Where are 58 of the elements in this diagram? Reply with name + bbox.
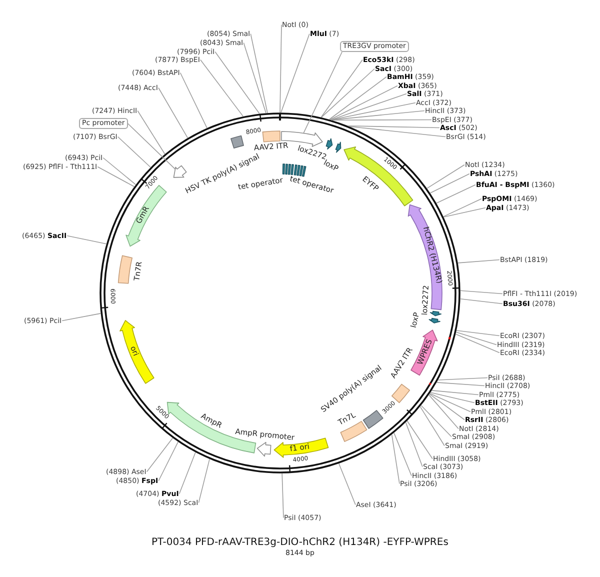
- leader-line: [455, 334, 500, 354]
- leader-line: [321, 68, 375, 118]
- leader-line: [436, 184, 476, 204]
- leader-line: [420, 405, 452, 438]
- leader-line: [349, 126, 446, 138]
- leader-line: [458, 259, 500, 264]
- leader-line: [426, 164, 465, 189]
- leader-line: [394, 432, 412, 476]
- leader-line: [456, 330, 500, 336]
- leader-line: [97, 166, 135, 188]
- leader-line: [178, 452, 196, 494]
- leader-line: [330, 102, 416, 120]
- leader-line: [331, 119, 432, 120]
- leader-line: [443, 198, 482, 217]
- feature-band: [173, 165, 187, 178]
- leader-line: [338, 463, 356, 506]
- leader-line: [432, 390, 479, 396]
- leader-line: [158, 87, 188, 138]
- leader-line: [200, 59, 244, 117]
- leader-line: [198, 458, 210, 504]
- leader-line: [430, 393, 471, 412]
- map-title: PT-0034 PFD-rAAV-TRE3g-DIO-hChR2 (H134R) -EYFP-WPREs: [152, 537, 448, 549]
- leader-line: [456, 332, 497, 346]
- leader-line: [406, 420, 433, 460]
- leader-line: [438, 377, 488, 380]
- leader-line: [62, 313, 102, 322]
- leader-line: [117, 136, 151, 168]
- leader-line: [137, 110, 166, 154]
- leader-line: [282, 473, 284, 518]
- leader-line: [391, 434, 400, 484]
- leader-line: [66, 235, 107, 244]
- leader-line: [405, 422, 423, 468]
- leader-line: [429, 394, 465, 420]
- leader-line: [443, 207, 486, 218]
- leader-line: [280, 33, 310, 113]
- leader-line: [330, 93, 407, 120]
- leader-line: [436, 382, 485, 386]
- leader-line: [320, 59, 363, 118]
- leader-line: [428, 394, 459, 430]
- leader-line: [127, 123, 176, 170]
- leader-line: [328, 76, 387, 120]
- leader-line: [430, 173, 470, 194]
- leader-line: [280, 24, 282, 113]
- leader-line: [158, 442, 178, 482]
- leader-line: [214, 51, 260, 114]
- leader-line: [330, 85, 398, 120]
- leader-line: [420, 406, 445, 446]
- leader-line: [348, 125, 440, 128]
- leader-line: [250, 33, 268, 114]
- leader-line: [243, 42, 266, 114]
- leader-line: [180, 72, 208, 128]
- leader-line: [460, 290, 503, 294]
- leader-line: [460, 298, 503, 304]
- leader-line: [146, 438, 174, 472]
- leader-line: [102, 157, 136, 185]
- leader-line: [430, 392, 475, 404]
- leader-line: [330, 110, 425, 120]
- leader-line: [303, 52, 342, 134]
